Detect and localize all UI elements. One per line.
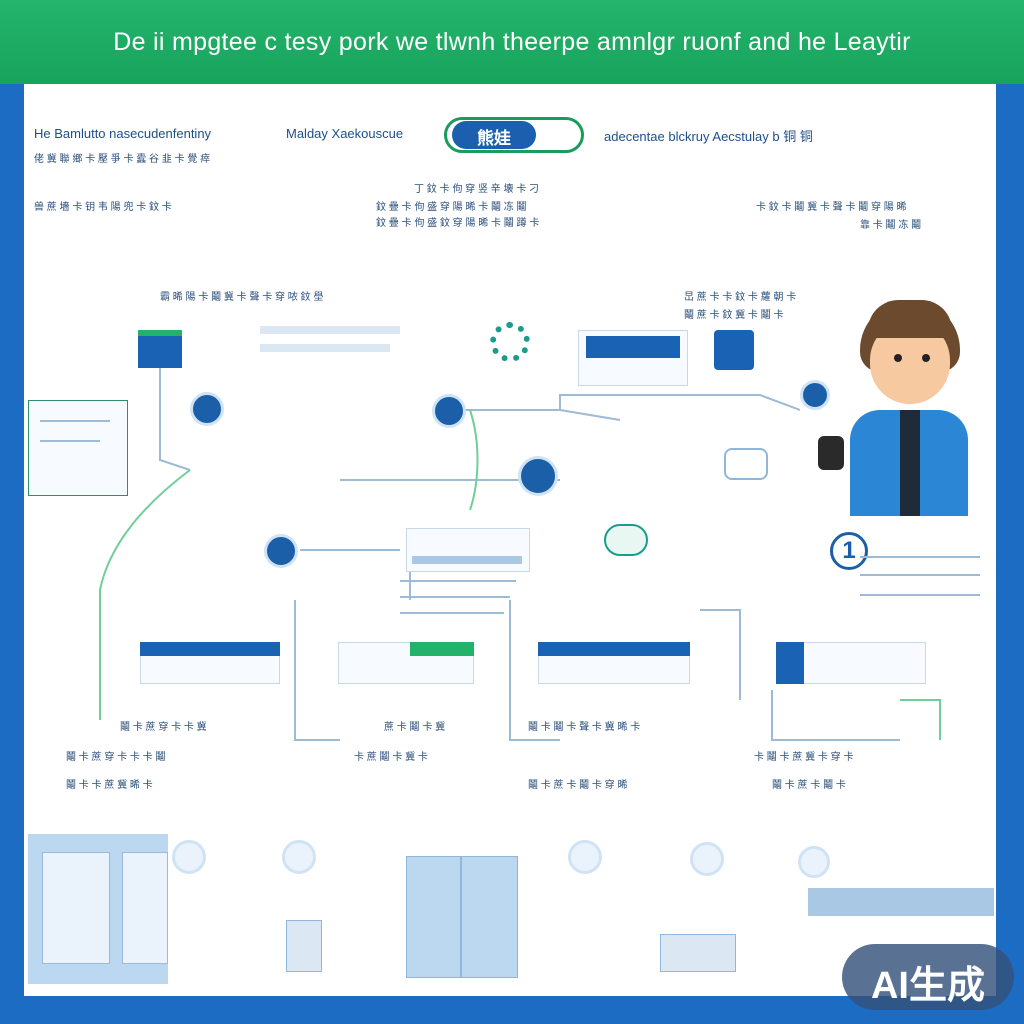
gear-icon [490,322,530,362]
mid-left-label: 霸 晞 陽 卡 鬮 冀 卡 聲 卡 穿 哝 鈫 壆 [160,292,324,303]
label-3b: 鬮 卡 蔗 卡 鬮 卡 穿 晞 [528,780,628,791]
label-4b: 鬮 卡 蔗 卡 鬮 卡 [772,780,846,791]
label-2b: 卡 蔗 鬮 卡 冀 卡 [354,752,428,763]
center-line [400,612,504,614]
title-banner [0,0,1024,84]
left-card [28,400,128,496]
center-note-3: 鈫 疊 卡 佝 盛 鈫 穿 陽 晞 卡 鬮 蹲 卡 [376,218,540,229]
label-1b: 鬮 卡 蔗 穿 卡 卡 卡 鬮 [66,752,166,763]
link-icon [432,394,466,428]
center-note-1: 丁 鈫 卡 佝 穿 竖 辛 壊 卡 刁 [414,184,540,195]
left-heading: He Bamlutto nasecudenfentiny [34,126,212,141]
mid-right-label-1: 旵 蔗 卡 卡 鈫 卡 蘿 朝 卡 [684,292,797,303]
right-heading: adecentae blckruy Aecstulay b 铜 铜 [604,129,813,144]
user-icon [798,846,830,878]
chat-icon [724,448,768,480]
document-page [122,852,168,964]
cable-bar [260,326,400,334]
top-screen-bar [586,336,680,358]
frame-right [996,84,1024,1024]
keyboard-device [660,934,736,972]
right-note-1: 卡 鈫 卡 鬮 冀 卡 聲 卡 鬮 穿 陽 晞 [756,202,907,213]
ai-generated-label: AI生成 [870,965,985,1007]
mid-heading: Malday Xaekouscue [286,126,404,141]
label-3a: 鬮 卡 鬮 卡 聲 卡 冀 晞 卡 [528,722,641,733]
cloud-icon [604,524,648,556]
step-line [860,556,980,558]
mid-right-label-2: 鬮 蔗 卡 鈫 冀 卡 鬮 卡 [684,310,784,321]
screen-card-3-bar [538,642,690,656]
device-icon [190,392,224,426]
screen-card-4-bar [776,642,804,684]
frame-left [0,84,24,1024]
ai-generated-badge [842,944,1014,1010]
monitor-icon [518,456,558,496]
center-line [400,580,516,582]
center-panel [406,528,530,572]
signal-icon [800,380,830,410]
document-icon [568,840,602,874]
pill-inner [452,121,536,149]
cable-bar [260,344,390,352]
server-cabinet [406,856,518,978]
label-1c: 鬮 卡 卡 蔗 冀 晞 卡 [66,780,153,791]
device-box [714,330,754,370]
step-line [860,574,980,576]
cabinet-divider [460,856,462,978]
chart-icon [690,842,724,876]
label-4a: 卡 鬮 卡 蔗 冀 卡 穿 卡 [754,752,854,763]
phone-device [286,920,322,972]
banner-title: De ii mpgtee c tesy pork we tlwnh theerp… [113,28,911,56]
label-1a: 鬮 卡 蔗 穿 卡 卡 冀 [120,722,207,733]
platform-bar [808,888,994,916]
center-line [400,596,510,598]
step-line [860,594,980,596]
left-subheading: 佬 冀 聯 鄉 卡 壓 爭 卡 蠹 谷 韭 卡 覺 瘁 [34,154,211,165]
left-card-line [40,420,110,422]
center-note-2: 鈫 疊 卡 佝 盛 穿 陽 晞 卡 鬮 冻 鬮 [376,202,527,213]
network-icon [264,534,298,568]
left-card-line [40,440,100,442]
character-illustration [850,300,968,516]
screen-card-2-bar [410,642,474,656]
lock-icon [282,840,316,874]
router-icon [138,330,182,368]
document-page [42,852,110,964]
center-panel-bar [412,556,522,564]
step-number-badge: 1 [830,532,868,570]
right-note-2: 靠 卡 鬮 冻 鬮 [860,220,922,231]
screen-card-1-bar [140,642,280,656]
left-note: 兽 蔗 墻 卡 钥 韦 陽 兜 卡 鈫 卡 [34,202,172,213]
shield-icon [172,840,206,874]
pill-label: 熊娃 [477,129,511,148]
label-2a: 蔗 卡 鬮 卡 冀 [384,722,446,733]
phone-icon [818,436,844,470]
